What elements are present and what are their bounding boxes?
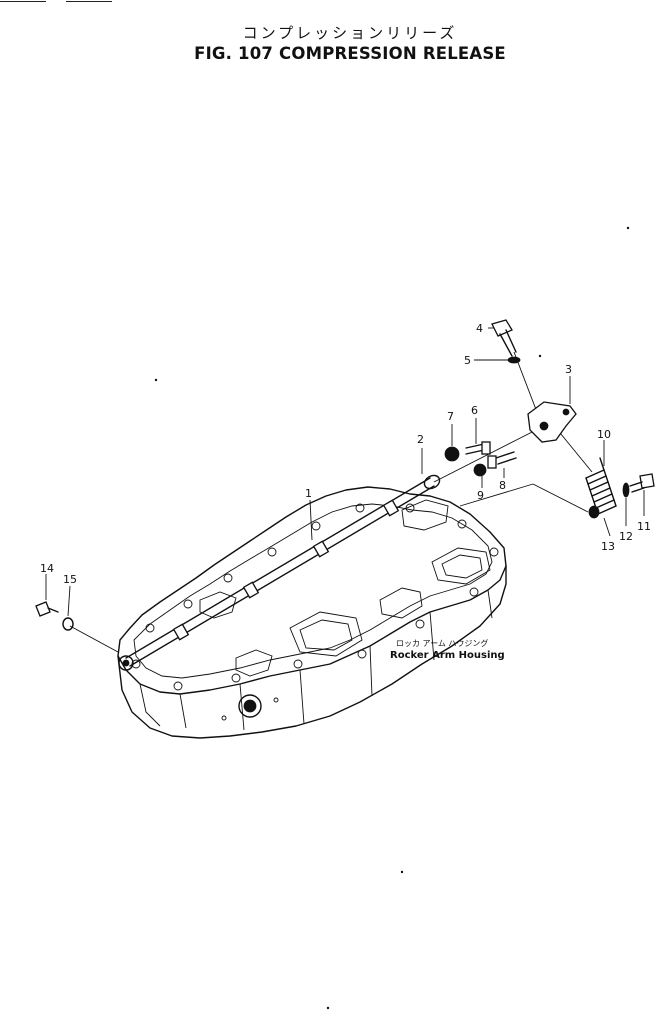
- o-ring-15: [62, 617, 74, 631]
- leader-spring-to-washer: [532, 483, 589, 513]
- svg-text:8: 8: [499, 479, 506, 492]
- bolt-4: [491, 319, 517, 357]
- callout-3: 3: [565, 363, 572, 404]
- svg-text:3: 3: [565, 363, 572, 376]
- callout-2: 2: [417, 433, 424, 474]
- callout-1: 1: [305, 487, 313, 541]
- rocker-arm-housing: [117, 486, 507, 739]
- svg-text:12: 12: [619, 530, 633, 543]
- callout-8: 8: [499, 468, 506, 492]
- svg-text:13: 13: [601, 540, 615, 553]
- callout-10: 10: [597, 428, 611, 466]
- svg-text:6: 6: [471, 404, 478, 417]
- callout-4: 4: [476, 322, 494, 335]
- washer-13: [588, 505, 600, 519]
- nut-9: [473, 463, 487, 477]
- washer-5: [507, 356, 521, 364]
- release-lever: [527, 401, 577, 443]
- svg-text:9: 9: [477, 489, 484, 502]
- leader-shaft-to-spring: [459, 483, 534, 507]
- leader-plug-to-housing: [69, 625, 119, 653]
- figure-title-japanese: コンプレッションリリーズ: [242, 24, 458, 42]
- bolt-11: [629, 473, 655, 493]
- callout-7: 7: [447, 410, 454, 446]
- callout-6: 6: [471, 404, 478, 444]
- housing-label: Rocker Arm Housing: [390, 650, 505, 661]
- svg-text:5: 5: [464, 354, 471, 367]
- housing-label-japanese: ロッカ アーム ハウジング: [396, 638, 488, 648]
- top-rule-right: [66, 1, 112, 2]
- callout-9: 9: [477, 476, 484, 502]
- callout-14: 14: [40, 562, 54, 600]
- top-rule-left: [0, 1, 46, 2]
- svg-text:11: 11: [637, 520, 651, 533]
- callout-5: 5: [464, 354, 508, 367]
- callout-11: 11: [637, 490, 651, 533]
- callout-12: 12: [619, 498, 633, 543]
- spring-10: [585, 457, 617, 515]
- svg-text:10: 10: [597, 428, 611, 441]
- nut-7: [444, 446, 460, 462]
- callout-13: 13: [601, 517, 615, 553]
- plug-14: [35, 601, 59, 617]
- svg-text:14: 14: [40, 562, 54, 575]
- figure-title: FIG. 107 COMPRESSION RELEASE: [194, 44, 506, 63]
- svg-text:2: 2: [417, 433, 424, 446]
- svg-text:4: 4: [476, 322, 483, 335]
- leader-lever-to-spring: [555, 427, 593, 473]
- screw-8: [487, 451, 517, 469]
- washer-12: [622, 482, 630, 498]
- svg-text:7: 7: [447, 410, 454, 423]
- svg-text:1: 1: [305, 487, 312, 500]
- svg-text:15: 15: [63, 573, 77, 586]
- bolt-6: [465, 441, 491, 455]
- callout-15: 15: [63, 573, 77, 617]
- leader-shaft-to-lever: [433, 427, 541, 483]
- compression-release-shaft: [125, 474, 441, 667]
